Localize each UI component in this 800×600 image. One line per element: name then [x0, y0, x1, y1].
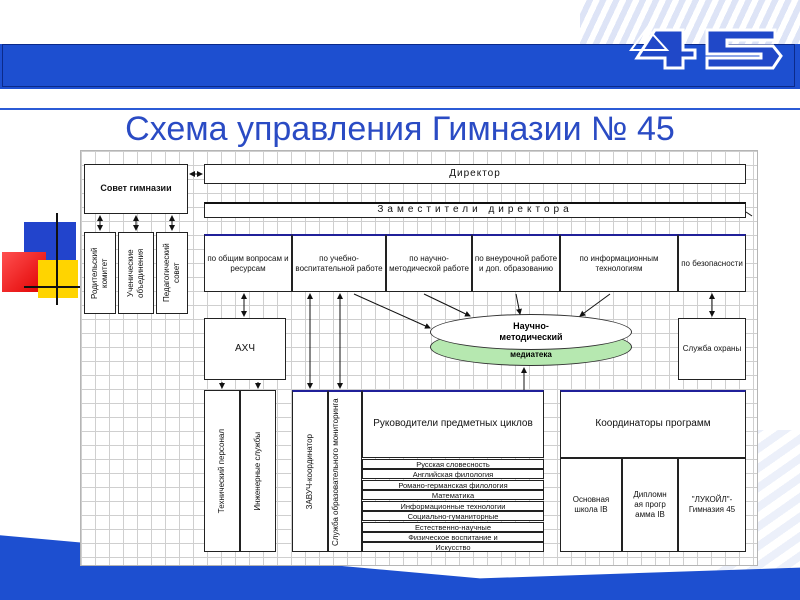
dep-it-box: по информационным технологиям [560, 234, 678, 292]
subject-heads-label: Руководители предметных циклов [373, 418, 533, 430]
subject-heads-box: Руководители предметных циклов [362, 390, 544, 458]
lukoil-box: "ЛУКОЙЛ"-Гимназия 45 [678, 458, 746, 552]
dep-education-label: по учебно-воспитательной работе [295, 253, 383, 273]
ib-school-box: Основная школа IB [560, 458, 622, 552]
engineering-services-box: Инженерные службы [240, 390, 276, 552]
engineering-services-label: Инженерные службы [253, 431, 262, 511]
methodical-center-ellipse: Научно-методический [430, 314, 632, 350]
dep-education-box: по учебно-воспитательной работе [292, 234, 386, 292]
decor-yellow-square [38, 260, 78, 298]
dep-general-box: по общим вопросам и ресурсам [204, 234, 292, 292]
page-title: Схема управления Гимназии № 45 [125, 110, 675, 148]
dep-extracurricular-box: по внеурочной работе и доп. образованию [472, 234, 560, 292]
technical-staff-label: Технический персонал [217, 428, 226, 514]
ahch-label: АХЧ [234, 342, 255, 354]
parent-committee-label: Родительский комитет [90, 247, 109, 299]
subject-item: Социально-гуманиторные [362, 511, 544, 521]
council-label: Совет гимназии [100, 183, 172, 194]
dep-it-label: по информационным технологиям [579, 253, 659, 273]
student-unions-label: Ученические объединения [126, 248, 145, 298]
decor-black-line-v [56, 213, 58, 305]
pedagogical-council-label: Педагогический совет [162, 243, 181, 303]
council-box: Совет гимназии [84, 164, 188, 214]
zavuch-box: ЗАВУЧ-координатор [292, 390, 328, 552]
monitoring-label: Служба образовательного мониторинга [331, 397, 340, 546]
deputies-label: Заместители директора [377, 204, 573, 216]
dep-general-label: по общим вопросам и ресурсам [207, 253, 289, 273]
subject-item: Искусство [362, 542, 544, 552]
dep-extracurricular-label: по внеурочной работе и доп. образованию [474, 253, 558, 273]
header-line [0, 108, 800, 110]
lukoil-label: "ЛУКОЙЛ"-Гимназия 45 [688, 495, 736, 514]
student-unions-box: Ученические объединения [118, 232, 154, 314]
ib-school-label: Основная школа IB [572, 495, 610, 514]
decor-black-line-h [24, 286, 80, 288]
monitoring-box: Служба образовательного мониторинга [328, 390, 362, 552]
director-box: Директор [204, 164, 746, 184]
subject-item: Естественно-научные [362, 522, 544, 532]
dep-methodical-label: по научно-методической работе [389, 253, 469, 273]
security-service-box: Служба охраны [678, 318, 746, 380]
subject-item: Математика [362, 490, 544, 500]
pedagogical-council-box: Педагогический совет [156, 232, 188, 314]
subject-item: Физическое воспитание и [362, 532, 544, 542]
program-coordinators-box: Координаторы программ [560, 390, 746, 458]
badge-45-logo [629, 26, 783, 70]
media-library-label: медиатека [510, 350, 552, 359]
ib-diploma-box: Дипломная программа IB [622, 458, 678, 552]
parent-committee-box: Родительский комитет [84, 232, 116, 314]
subject-item: Информационные технологии [362, 501, 544, 511]
technical-staff-box: Технический персонал [204, 390, 240, 552]
program-coordinators-label: Координаторы программ [595, 418, 711, 430]
dep-safety-label: по безопасности [681, 258, 743, 268]
zavuch-label: ЗАВУЧ-координатор [305, 433, 314, 510]
subject-item: Русская словесность [362, 459, 544, 469]
methodical-center-label: Научно-методический [499, 321, 563, 342]
director-label: Директор [449, 167, 501, 179]
dep-methodical-box: по научно-методической работе [386, 234, 472, 292]
subject-item: Английская филология [362, 469, 544, 479]
security-service-label: Служба охраны [682, 344, 742, 353]
deputies-box: Заместители директора [204, 202, 746, 218]
dep-safety-box: по безопасности [678, 234, 746, 292]
subject-item: Романо-германская филология [362, 480, 544, 490]
ahch-box: АХЧ [204, 318, 286, 380]
ib-diploma-label: Дипломная программа IB [633, 490, 667, 519]
